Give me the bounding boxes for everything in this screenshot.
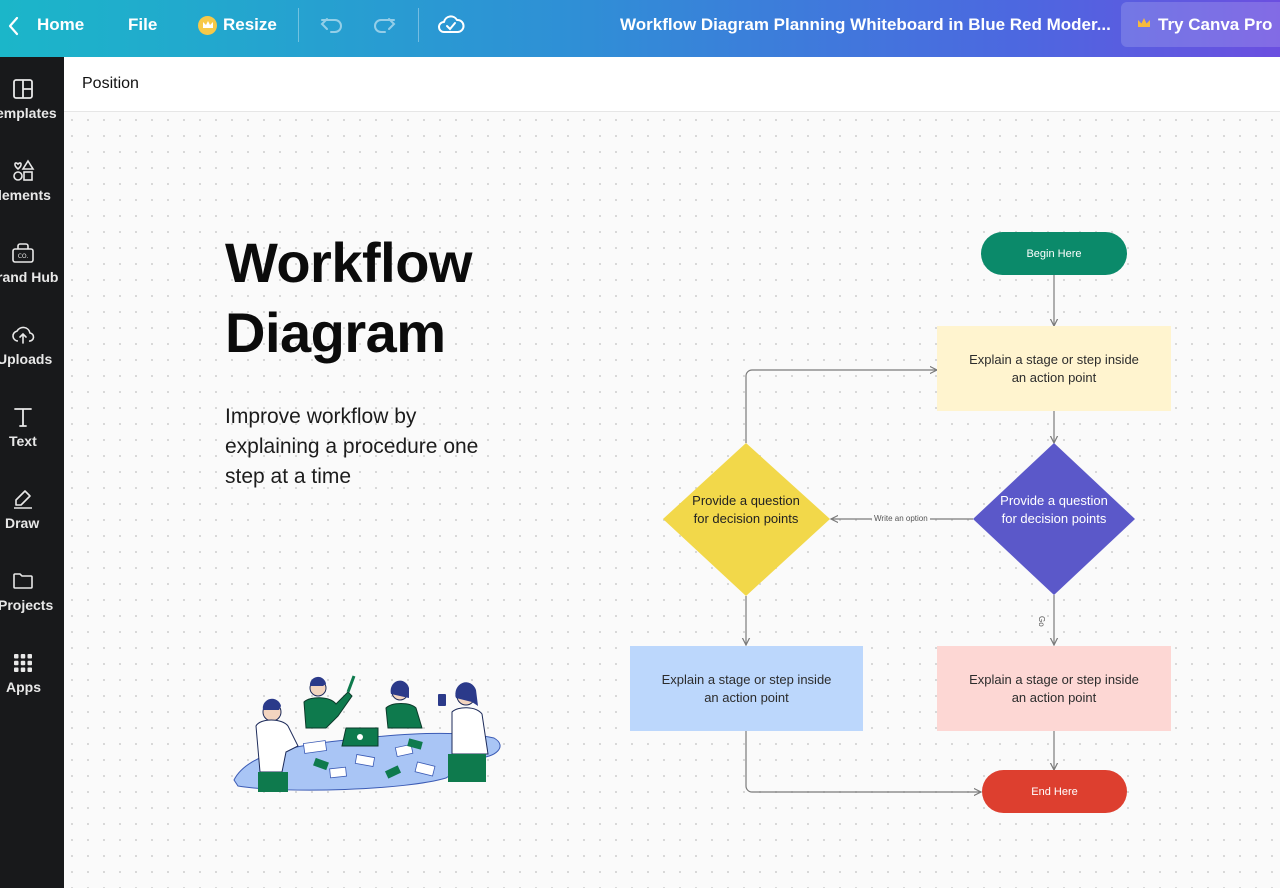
decision-purple-text: Provide a question for decision points <box>1000 493 1108 526</box>
apps-icon <box>11 651 35 675</box>
sidebar-item-label: Text <box>9 433 37 449</box>
sidebar-item-label: Projects <box>0 597 54 613</box>
context-toolbar: Position <box>64 57 1280 112</box>
chevron-left-icon[interactable] <box>6 14 22 38</box>
templates-icon <box>11 77 35 101</box>
crown-icon <box>1137 16 1151 33</box>
begin-node[interactable]: Begin Here <box>981 232 1127 275</box>
design-title-line: Workflow <box>225 231 472 294</box>
sidebar-item-label: rand Hub <box>0 269 59 285</box>
text-icon <box>11 405 35 429</box>
home-button[interactable]: Home <box>37 15 85 34</box>
sidebar-item-brand-hub[interactable]: CO. rand Hub <box>0 241 64 311</box>
design-title-line: Diagram <box>225 301 446 364</box>
sidebar-item-apps[interactable]: Apps <box>0 651 64 721</box>
uploads-icon <box>11 323 35 347</box>
position-button[interactable]: Position <box>82 75 139 92</box>
sidebar-item-label: emplates <box>0 105 57 121</box>
pro-button-label: Try Canva Pro <box>1158 14 1273 34</box>
sidebar-item-label: Uploads <box>0 351 53 367</box>
top-bar: Home File Resize Workflow Diagram Planni… <box>0 0 1280 57</box>
edge-label-go: Go <box>1037 614 1046 629</box>
document-title[interactable]: Workflow Diagram Planning Whiteboard in … <box>620 15 1111 34</box>
left-sidebar: emplates lements CO. rand Hub Uploads Te… <box>0 57 64 888</box>
connector-blue-to-end <box>745 731 981 792</box>
design-title[interactable]: Workflow Diagram <box>225 228 472 368</box>
sidebar-item-label: lements <box>0 187 51 203</box>
brand-hub-icon: CO. <box>11 241 35 265</box>
elements-icon <box>11 159 35 183</box>
file-menu-button[interactable]: File <box>128 15 158 34</box>
sidebar-item-templates[interactable]: emplates <box>0 77 64 147</box>
redo-icon[interactable] <box>371 13 397 37</box>
try-canva-pro-button[interactable]: Try Canva Pro <box>1121 2 1280 47</box>
decision-diamond-yellow[interactable] <box>663 443 830 596</box>
step-box-right[interactable]: Explain a stage or step inside an action… <box>937 646 1171 731</box>
end-node[interactable]: End Here <box>982 770 1127 813</box>
resize-button[interactable]: Resize <box>198 15 277 35</box>
sidebar-item-label: Draw <box>5 515 40 531</box>
decision-yellow-text: Provide a question for decision points <box>692 493 800 526</box>
sidebar-item-draw[interactable]: Draw <box>0 487 64 557</box>
team-illustration[interactable] <box>226 668 506 798</box>
step-box-left[interactable]: Explain a stage or step inside an action… <box>630 646 863 731</box>
sidebar-item-label: Apps <box>6 679 41 695</box>
edge-label-write-option: Write an option <box>872 514 930 523</box>
connector-loop-back <box>745 370 937 443</box>
decision-diamond-purple[interactable] <box>973 443 1135 595</box>
toolbar-divider <box>418 8 419 42</box>
undo-icon[interactable] <box>319 13 345 37</box>
cloud-check-icon[interactable] <box>437 12 465 38</box>
sidebar-item-uploads[interactable]: Uploads <box>0 323 64 393</box>
sidebar-item-elements[interactable]: lements <box>0 159 64 229</box>
draw-icon <box>11 487 35 511</box>
step-box-top[interactable]: Explain a stage or step inside an action… <box>937 326 1171 411</box>
svg-text:CO.: CO. <box>18 253 29 260</box>
resize-label: Resize <box>223 15 277 34</box>
projects-icon <box>11 569 35 593</box>
crown-icon <box>198 15 217 35</box>
sidebar-item-projects[interactable]: Projects <box>0 569 64 639</box>
toolbar-divider <box>298 8 299 42</box>
sidebar-item-text[interactable]: Text <box>0 405 64 475</box>
design-subtitle[interactable]: Improve workflow by explaining a procedu… <box>225 405 479 488</box>
